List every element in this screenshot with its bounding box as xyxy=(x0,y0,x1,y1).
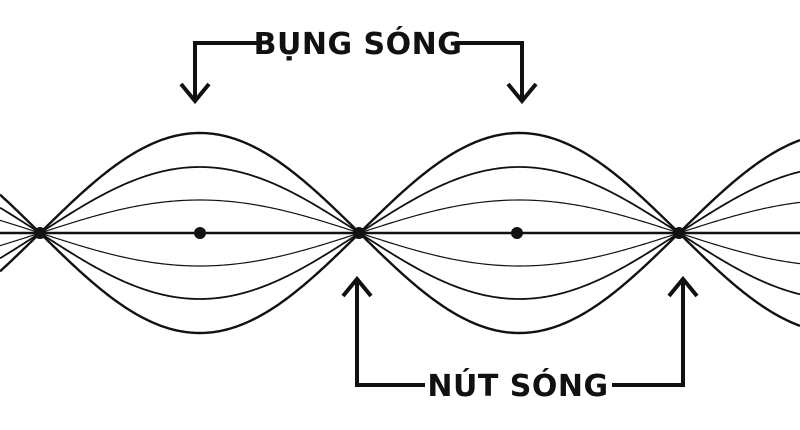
node-callout xyxy=(341,275,699,387)
antinode-callout xyxy=(179,41,538,105)
node-bracket-right xyxy=(612,280,685,387)
node-dot xyxy=(353,227,365,239)
wave-curve xyxy=(0,166,800,300)
wave-curve xyxy=(0,199,800,267)
node-dot xyxy=(34,227,46,239)
node-bracket-left xyxy=(355,280,425,387)
antinode-bracket-right xyxy=(455,41,524,100)
node-dot xyxy=(673,227,685,239)
arrow-down-icon xyxy=(179,82,211,105)
wave-curve xyxy=(0,166,800,300)
antinode-label: BỤNG SÓNG xyxy=(254,25,463,62)
antinode-dot xyxy=(511,227,523,239)
arrow-up-icon xyxy=(667,275,699,298)
wave-curve xyxy=(0,199,800,267)
arrow-up-icon xyxy=(341,275,373,298)
node-label: NÚT SÓNG xyxy=(427,367,608,404)
wave-curve xyxy=(0,131,800,335)
antinode-dot xyxy=(194,227,206,239)
antinode-bracket-left xyxy=(193,41,262,100)
wave-envelopes xyxy=(0,131,800,335)
wave-curve xyxy=(0,131,800,335)
arrow-down-icon xyxy=(506,82,538,105)
